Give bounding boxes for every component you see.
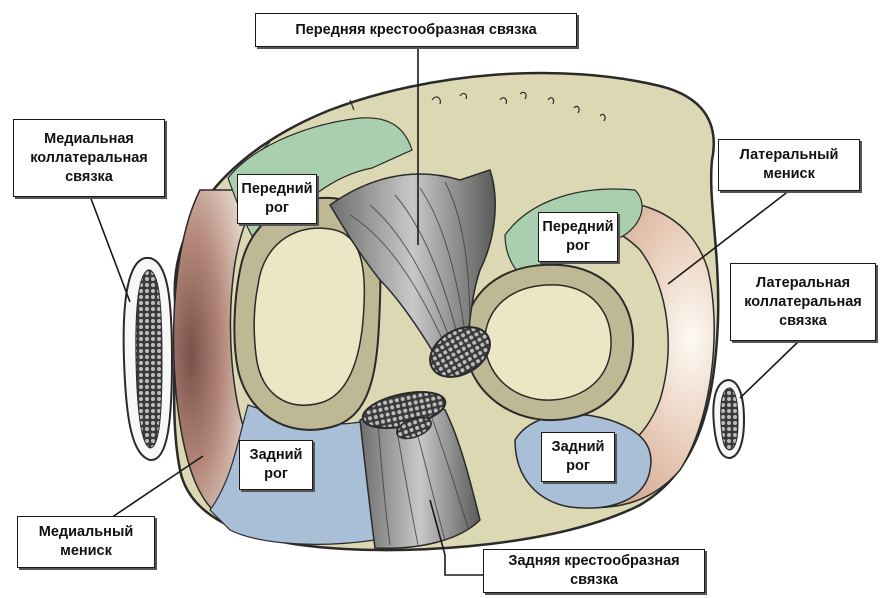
lateral-cartilage-core	[485, 285, 611, 400]
mcl-fibres	[136, 270, 162, 448]
lcl-fibres	[721, 388, 738, 450]
label-lateral-meniscus: Латеральный мениск	[718, 139, 860, 191]
label-posterior-horn-medial: Задний рог	[239, 440, 313, 490]
label-anterior-cruciate-ligament: Передняя крестообразная связка	[255, 13, 577, 47]
label-lateral-collateral-ligament: Латеральная коллатеральная связка	[730, 263, 876, 341]
label-anterior-horn-lateral: Передний рог	[538, 212, 618, 262]
label-posterior-horn-lateral: Задний рог	[541, 432, 615, 482]
medial-cartilage-core	[254, 228, 364, 405]
label-medial-meniscus: Медиальный мениск	[17, 516, 155, 568]
label-posterior-cruciate-ligament: Задняя крестообразная связка	[483, 549, 705, 593]
label-anterior-horn-medial: Передний рог	[237, 174, 317, 224]
label-medial-collateral-ligament: Медиальная коллатеральная связка	[13, 119, 165, 197]
